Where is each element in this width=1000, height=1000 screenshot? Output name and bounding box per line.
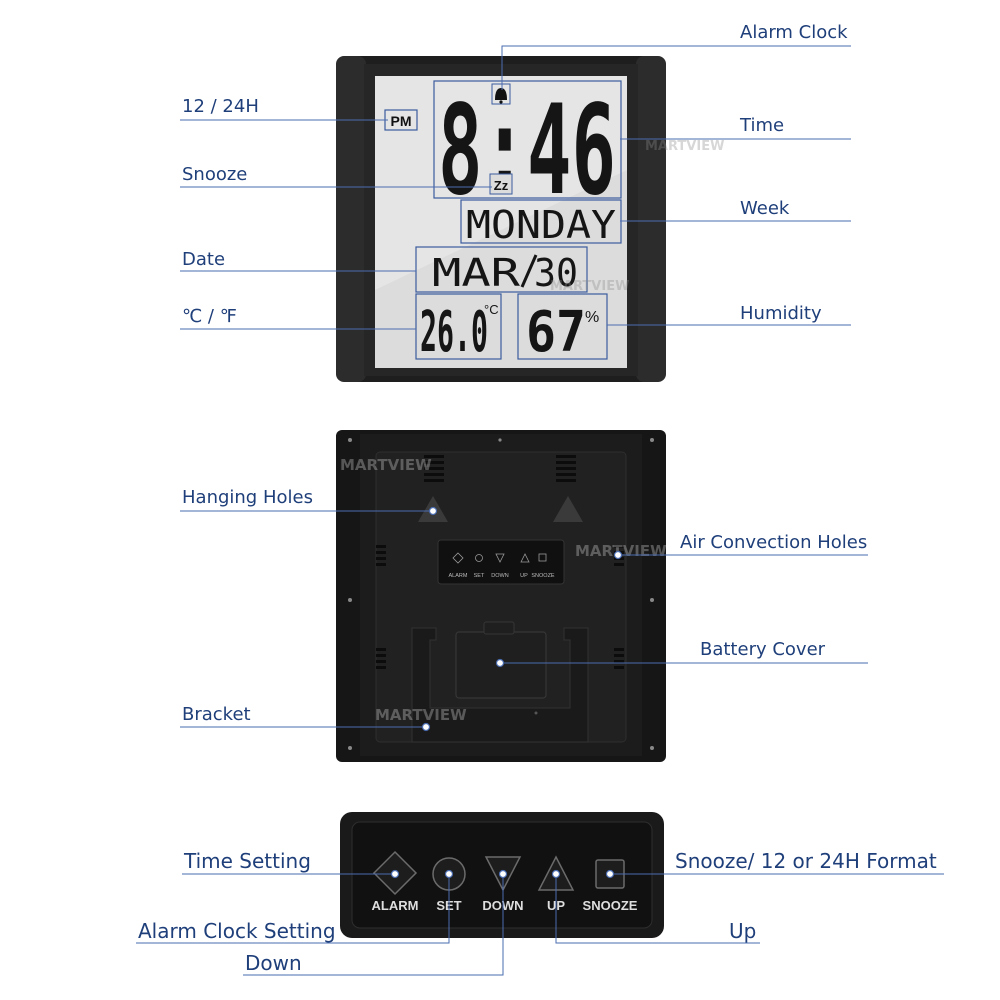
label-down: Down: [245, 951, 302, 975]
day-display: 30: [534, 251, 578, 295]
label-alarm-clock-setting: Alarm Clock Setting: [138, 919, 336, 943]
label-humidity: Humidity: [740, 303, 822, 324]
humidity-display: 67: [526, 300, 586, 365]
bell-icon: [491, 83, 511, 105]
back-device: ALARM SET DOWN UP SNOOZE: [336, 430, 666, 762]
leader-lines: [136, 45, 944, 976]
humidity-box: [517, 293, 608, 360]
label-alarm-clock: Alarm Clock: [740, 22, 848, 43]
back-button-panel: [437, 539, 565, 585]
temperature-display: 26.0: [420, 300, 488, 365]
watermark: MARTVIEW: [550, 279, 629, 294]
leader-dots: [390, 506, 623, 879]
snooze-indicator: Zz: [494, 178, 509, 193]
pm-indicator: PM: [391, 113, 412, 129]
back-label-set: SET: [474, 573, 485, 579]
label-week: Week: [740, 198, 790, 219]
watermarks: MARTVIEW MARTVIEW MARTVIEW MARTVIEW MART…: [340, 139, 724, 724]
vent-top-left: [424, 455, 444, 482]
label-bracket: Bracket: [182, 704, 251, 725]
month-display: MAR: [432, 251, 520, 295]
vent-top-right: [556, 455, 576, 482]
front-device: PM 8:46 Zz MONDAY MAR 30 26.0 °C 67 %: [336, 56, 666, 382]
label-date: Date: [182, 249, 226, 270]
back-label-snooze: SNOOZE: [531, 573, 555, 579]
vent-side-left: [376, 545, 386, 669]
watermark: MARTVIEW: [340, 456, 432, 474]
label-up: Up: [729, 919, 757, 943]
temperature-box: [415, 293, 502, 360]
label-time: Time: [740, 115, 785, 136]
date-box: [415, 246, 588, 293]
time-display: 8:46: [438, 79, 616, 223]
label-battery-cover: Battery Cover: [700, 639, 826, 660]
label-temp-unit: ℃ / ℉: [182, 306, 237, 327]
date-separator: [520, 254, 538, 288]
label-air-convection-holes: Air Convection Holes: [680, 532, 868, 553]
weekday-display: MONDAY: [466, 203, 616, 247]
label-12-24h: 12 / 24H: [182, 96, 259, 117]
back-label-up: UP: [520, 573, 528, 579]
label-hanging-holes: Hanging Holes: [182, 487, 313, 508]
hanging-hole-right: [553, 496, 583, 522]
humidity-unit: %: [585, 309, 599, 326]
label-snooze: Snooze: [182, 164, 248, 185]
watermark: MARTVIEW: [645, 139, 724, 154]
bracket: [411, 627, 589, 743]
label-snooze-format: Snooze/ 12 or 24H Format: [675, 849, 937, 873]
watermark: MARTVIEW: [375, 706, 467, 724]
temperature-unit: °C: [484, 302, 499, 317]
button-label-snooze: SNOOZE: [583, 898, 638, 913]
label-time-setting: Time Setting: [184, 849, 311, 873]
button-label-alarm: ALARM: [372, 898, 419, 913]
back-label-alarm: ALARM: [449, 573, 468, 579]
back-label-down: DOWN: [491, 573, 508, 579]
